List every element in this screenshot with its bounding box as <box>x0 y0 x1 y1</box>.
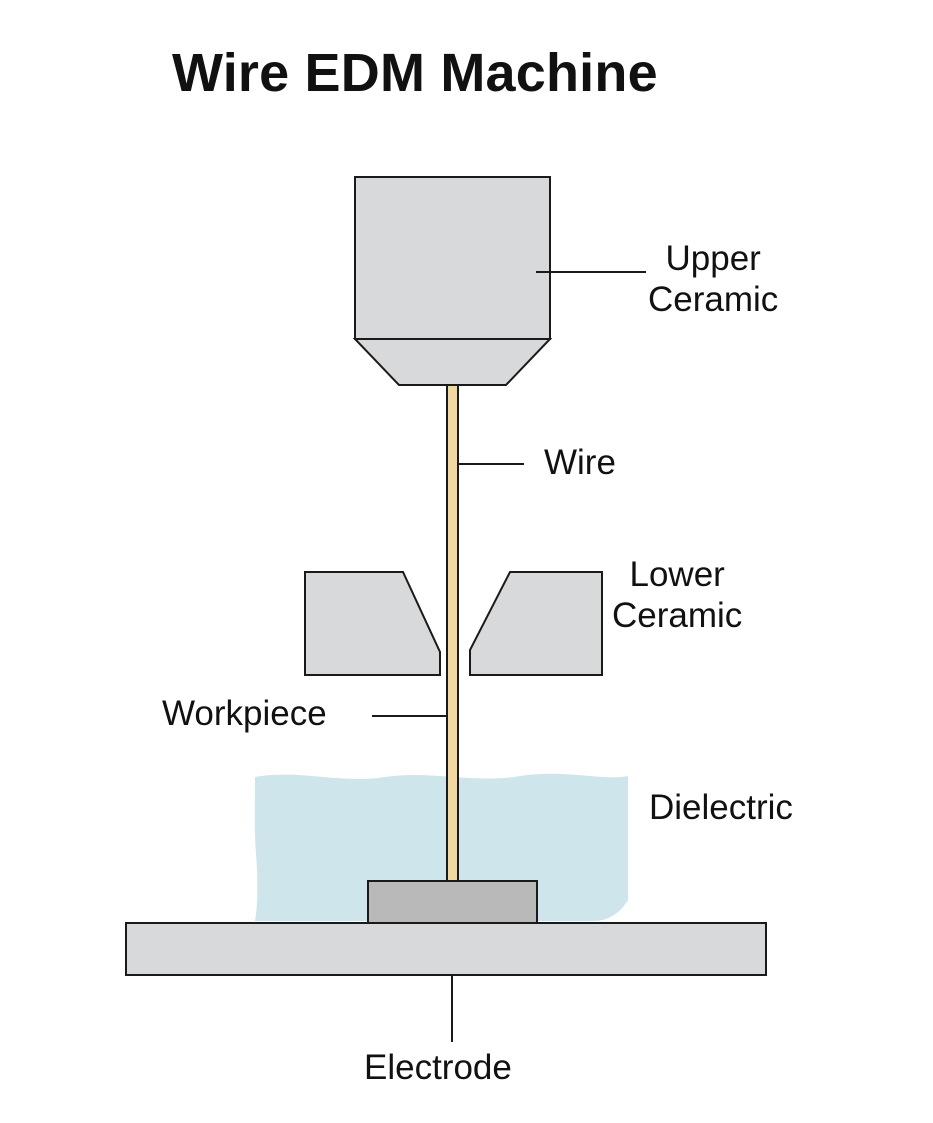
lower-ceramic-label: Lower Ceramic <box>612 554 742 637</box>
upper-ceramic-box <box>354 176 551 340</box>
electrode-base <box>125 922 767 976</box>
upper-ceramic-label-line-2: Ceramic <box>648 280 779 320</box>
electrode-label: Electrode <box>364 1048 512 1087</box>
electrode-block <box>367 880 538 924</box>
dielectric-label: Dielectric <box>649 788 793 827</box>
lower-ceramic-label-line-2: Ceramic <box>612 596 743 636</box>
upper-ceramic-label-line-1: Upper <box>665 239 761 278</box>
wire-label: Wire <box>544 443 616 482</box>
page-title: Wire EDM Machine <box>172 43 658 103</box>
workpiece-label: Workpiece <box>162 694 327 733</box>
lower-ceramic-left <box>304 571 441 676</box>
upper-ceramic-label: Upper Ceramic <box>648 238 778 321</box>
lower-ceramic-right <box>469 571 603 676</box>
lower-ceramic-label-line-1: Lower <box>629 555 725 594</box>
wire <box>446 384 459 882</box>
upper-ceramic-nozzle <box>352 338 553 386</box>
